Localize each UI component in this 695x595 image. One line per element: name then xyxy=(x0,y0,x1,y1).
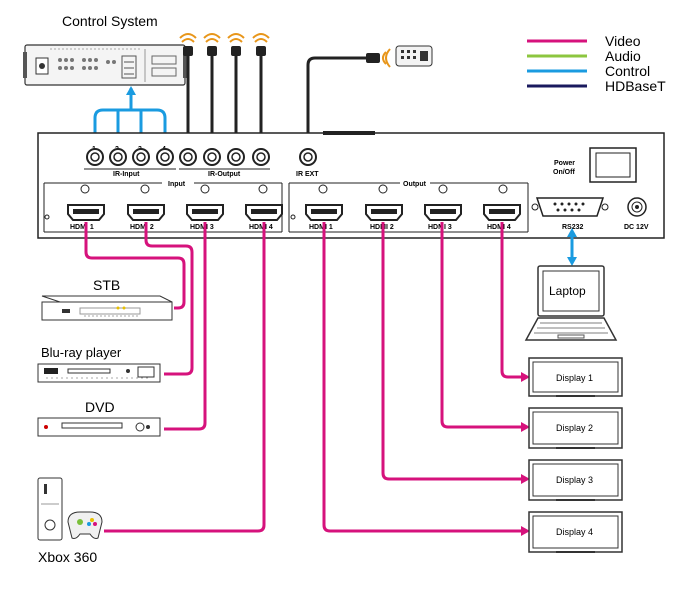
output-section: Output xyxy=(288,181,529,233)
stb-label: STB xyxy=(93,277,120,293)
cable-hdmi-out-3-to-display-2 xyxy=(440,222,522,429)
display-1-label: Display 1 xyxy=(556,373,593,383)
ir-input-label: IR-Input xyxy=(113,171,140,178)
hdmi-output-port-1: HDMI 1 xyxy=(305,204,343,231)
hdmi-output-3-label: HDMI 3 xyxy=(428,224,452,231)
display-1: Display 1 xyxy=(528,357,623,397)
legend-hdbaset-label: HDBaseT xyxy=(605,78,666,94)
display-4: Display 4 xyxy=(528,511,623,553)
ir-input-jack-1 xyxy=(86,148,104,166)
ir-output-jack-1 xyxy=(179,148,197,166)
xbox-label: Xbox 360 xyxy=(38,549,97,565)
display-4-label: Display 4 xyxy=(556,527,593,537)
power-switch: Power On/Off xyxy=(553,147,637,183)
dc-12v-label: DC 12V xyxy=(624,224,649,231)
ir-output-jacks: IR-Output xyxy=(179,148,270,178)
ir-ext-jack: IR EXT xyxy=(296,148,319,178)
xbox-controller-icon xyxy=(67,511,103,539)
legend-audio-label: Audio xyxy=(605,48,641,64)
ir-receiver xyxy=(306,45,433,150)
cable-stb-to-hdmi-in-1 xyxy=(84,222,186,310)
hdmi-input-2-label: HDMI 2 xyxy=(130,224,154,231)
xbox-360-device xyxy=(37,477,103,541)
hdmi-input-port-4: HDMI 4 xyxy=(245,204,283,231)
hdmi-input-4-label: HDMI 4 xyxy=(249,224,273,231)
legend-control-label: Control xyxy=(605,63,650,79)
ir-input-jack-2 xyxy=(109,148,127,166)
ir-input-jack-4 xyxy=(156,148,174,166)
control-system-device xyxy=(23,44,187,86)
cable-xbox-to-hdmi-in-4 xyxy=(104,222,266,533)
rs232-control-cable xyxy=(567,228,577,266)
power-label: Power xyxy=(554,160,575,167)
ir-output-jack-2 xyxy=(203,148,221,166)
rs232-label: RS232 xyxy=(562,224,584,231)
hdmi-input-3-label: HDMI 3 xyxy=(190,224,214,231)
dc-power-jack: DC 12V xyxy=(624,197,649,231)
bluray-device xyxy=(37,363,161,383)
laptop-device: Laptop xyxy=(524,265,618,341)
cable-hdmi-out-1-to-display-4 xyxy=(322,222,522,533)
hdmi-output-port-4: HDMI 4 xyxy=(483,204,521,231)
video-cables xyxy=(84,222,530,536)
ir-output-label: IR-Output xyxy=(208,171,241,178)
input-section-label: Input xyxy=(168,181,186,188)
ir-input-jacks: 1 2 3 4 IR-Input xyxy=(84,146,176,178)
display-2: Display 2 xyxy=(528,407,623,449)
laptop-label: Laptop xyxy=(549,284,586,298)
hdmi-input-port-3: HDMI 3 xyxy=(186,204,224,231)
dvd-label: DVD xyxy=(85,399,115,415)
hdmi-output-4-label: HDMI 4 xyxy=(487,224,511,231)
hdmi-output-port-3: HDMI 3 xyxy=(424,204,462,231)
legend: Video Audio Control HDBaseT xyxy=(527,33,666,94)
hdmi-input-port-1: HDMI 1 xyxy=(67,204,105,231)
cable-hdmi-out-2-to-display-3 xyxy=(381,222,522,481)
ir-output-jack-3 xyxy=(227,148,245,166)
dvd-device xyxy=(37,417,161,437)
ir-input-jack-3 xyxy=(132,148,150,166)
cable-bluray-to-hdmi-in-2 xyxy=(144,222,194,376)
ir-output-jack-4 xyxy=(252,148,270,166)
display-3-label: Display 3 xyxy=(556,475,593,485)
legend-video-label: Video xyxy=(605,33,641,49)
stb-device xyxy=(41,295,173,321)
hdmi-input-port-2: HDMI 2 xyxy=(127,204,165,231)
input-section: Input xyxy=(43,181,283,233)
control-system-title: Control System xyxy=(62,13,158,29)
bluray-label: Blu-ray player xyxy=(41,345,122,360)
ir-ext-label: IR EXT xyxy=(296,171,319,178)
hdmi-output-1-label: HDMI 1 xyxy=(309,224,333,231)
display-2-label: Display 2 xyxy=(556,423,593,433)
rs232-port: RS232 xyxy=(531,197,609,231)
output-section-label: Output xyxy=(403,181,427,188)
display-3: Display 3 xyxy=(528,459,623,501)
matrix-switcher: 1 2 3 4 IR-Input IR-Output IR EXT xyxy=(37,131,665,239)
hdmi-input-1-label: HDMI 1 xyxy=(70,224,94,231)
cable-dvd-to-hdmi-in-3 xyxy=(164,222,207,431)
power-onoff-label: On/Off xyxy=(553,169,575,176)
cable-hdmi-out-4-to-display-1 xyxy=(500,222,522,379)
